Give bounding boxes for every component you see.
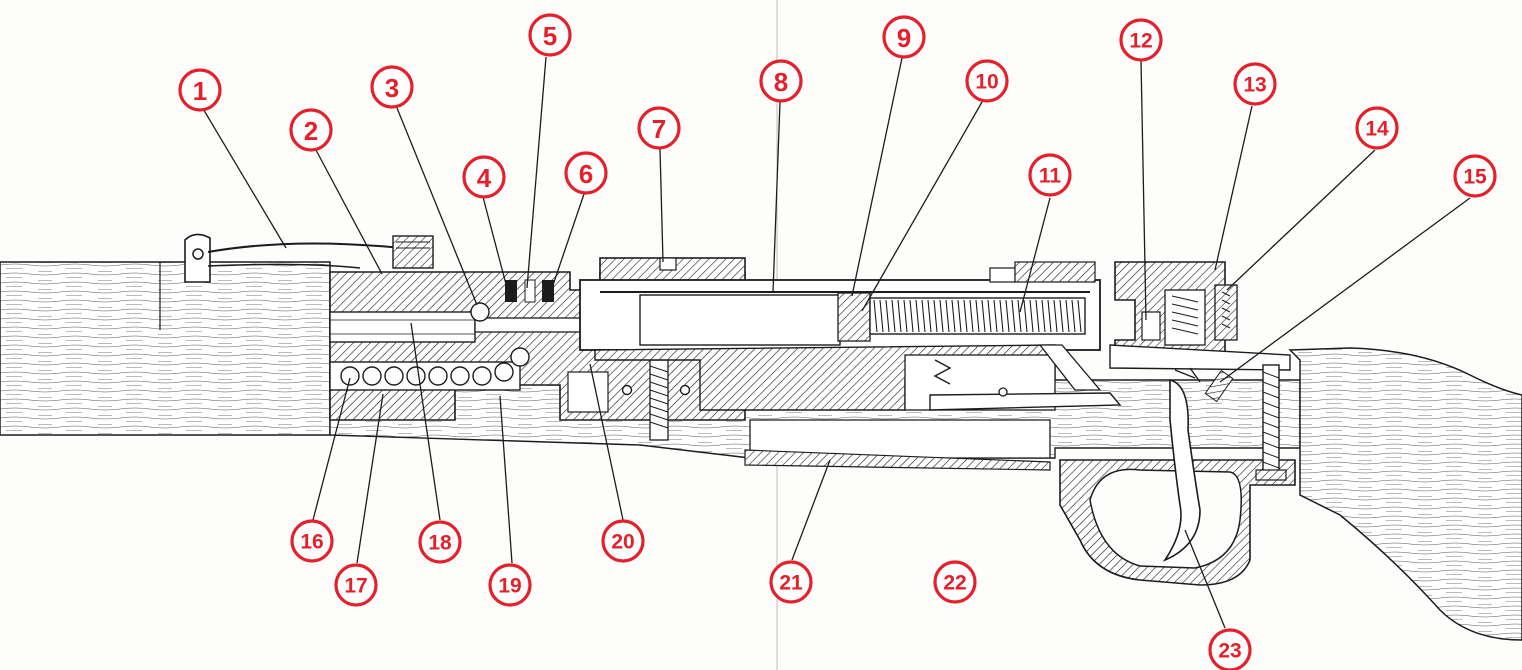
callout-7: 7 bbox=[637, 106, 681, 150]
callout-1: 1 bbox=[178, 68, 222, 112]
callout-circle bbox=[334, 563, 378, 607]
callout-number: 4 bbox=[477, 163, 492, 193]
callout-8: 8 bbox=[759, 59, 803, 103]
callout-number: 9 bbox=[897, 23, 911, 53]
callout-9: 9 bbox=[882, 15, 926, 59]
callout-circle bbox=[933, 560, 977, 604]
rear-sight bbox=[184, 233, 434, 283]
callout-number: 11 bbox=[1039, 165, 1062, 188]
callout-5: 5 bbox=[528, 13, 572, 57]
callout-number: 6 bbox=[579, 159, 593, 189]
callout-number: 17 bbox=[344, 575, 367, 598]
callout-circle bbox=[1208, 628, 1252, 670]
callout-16: 16 bbox=[290, 519, 334, 563]
callout-circle bbox=[637, 106, 681, 150]
callout-circle bbox=[1355, 106, 1399, 150]
callout-circle bbox=[370, 65, 414, 109]
callout-circle bbox=[601, 519, 645, 563]
callout-number: 14 bbox=[1365, 118, 1389, 141]
callout-circle bbox=[759, 59, 803, 103]
callout-circle bbox=[290, 519, 334, 563]
callout-number: 19 bbox=[498, 575, 521, 598]
callout-number: 12 bbox=[1129, 30, 1152, 53]
callout-circle bbox=[1453, 154, 1497, 198]
callout-18: 18 bbox=[418, 520, 462, 564]
callout-14: 14 bbox=[1355, 106, 1399, 150]
callout-number: 22 bbox=[943, 572, 966, 595]
callout-2: 2 bbox=[289, 108, 333, 152]
callout-number: 16 bbox=[300, 531, 323, 554]
callout-circle bbox=[1119, 18, 1163, 62]
callout-6: 6 bbox=[564, 151, 608, 195]
callout-circle bbox=[1028, 153, 1072, 197]
callout-21: 21 bbox=[769, 560, 813, 604]
callout-11: 11 bbox=[1028, 153, 1072, 197]
callout-number: 8 bbox=[774, 67, 788, 97]
callout-circle bbox=[769, 560, 813, 604]
callout-4: 4 bbox=[462, 155, 506, 199]
magazine-balls bbox=[340, 302, 530, 386]
callout-number: 10 bbox=[975, 71, 998, 94]
callout-number: 7 bbox=[652, 114, 666, 144]
butt-stock bbox=[1288, 347, 1522, 641]
callout-number: 1 bbox=[193, 76, 207, 106]
callout-number: 20 bbox=[611, 531, 634, 554]
callout-13: 13 bbox=[1233, 62, 1277, 106]
callout-circle bbox=[289, 108, 333, 152]
callout-circle bbox=[418, 520, 462, 564]
rear-action bbox=[1109, 261, 1291, 403]
callout-circle bbox=[1233, 62, 1277, 106]
callout-circle bbox=[965, 59, 1009, 103]
receiver-main bbox=[579, 261, 1122, 471]
callout-circle bbox=[462, 155, 506, 199]
callout-number: 18 bbox=[428, 532, 452, 555]
forend-stock bbox=[0, 261, 331, 436]
callout-circle bbox=[528, 13, 572, 57]
callout-circle bbox=[564, 151, 608, 195]
callout-12: 12 bbox=[1119, 18, 1163, 62]
callout-number: 15 bbox=[1463, 166, 1487, 189]
callout-number: 13 bbox=[1243, 74, 1266, 97]
callout-circle bbox=[882, 15, 926, 59]
callout-10: 10 bbox=[965, 59, 1009, 103]
callout-number: 5 bbox=[543, 21, 557, 51]
callout-number: 3 bbox=[385, 73, 399, 103]
callout-number: 2 bbox=[304, 116, 318, 146]
callout-number: 21 bbox=[779, 572, 803, 595]
callout-19: 19 bbox=[488, 563, 532, 607]
leader-lines bbox=[201, 56, 1471, 629]
callout-15: 15 bbox=[1453, 154, 1497, 198]
callout-22: 22 bbox=[933, 560, 977, 604]
callout-number: 23 bbox=[1218, 640, 1241, 663]
trigger-guard bbox=[1059, 364, 1296, 586]
callout-circle bbox=[178, 68, 222, 112]
callout-23: 23 bbox=[1208, 628, 1252, 670]
callout-3: 3 bbox=[370, 65, 414, 109]
callout-20: 20 bbox=[601, 519, 645, 563]
callout-circle bbox=[488, 563, 532, 607]
callout-17: 17 bbox=[334, 563, 378, 607]
